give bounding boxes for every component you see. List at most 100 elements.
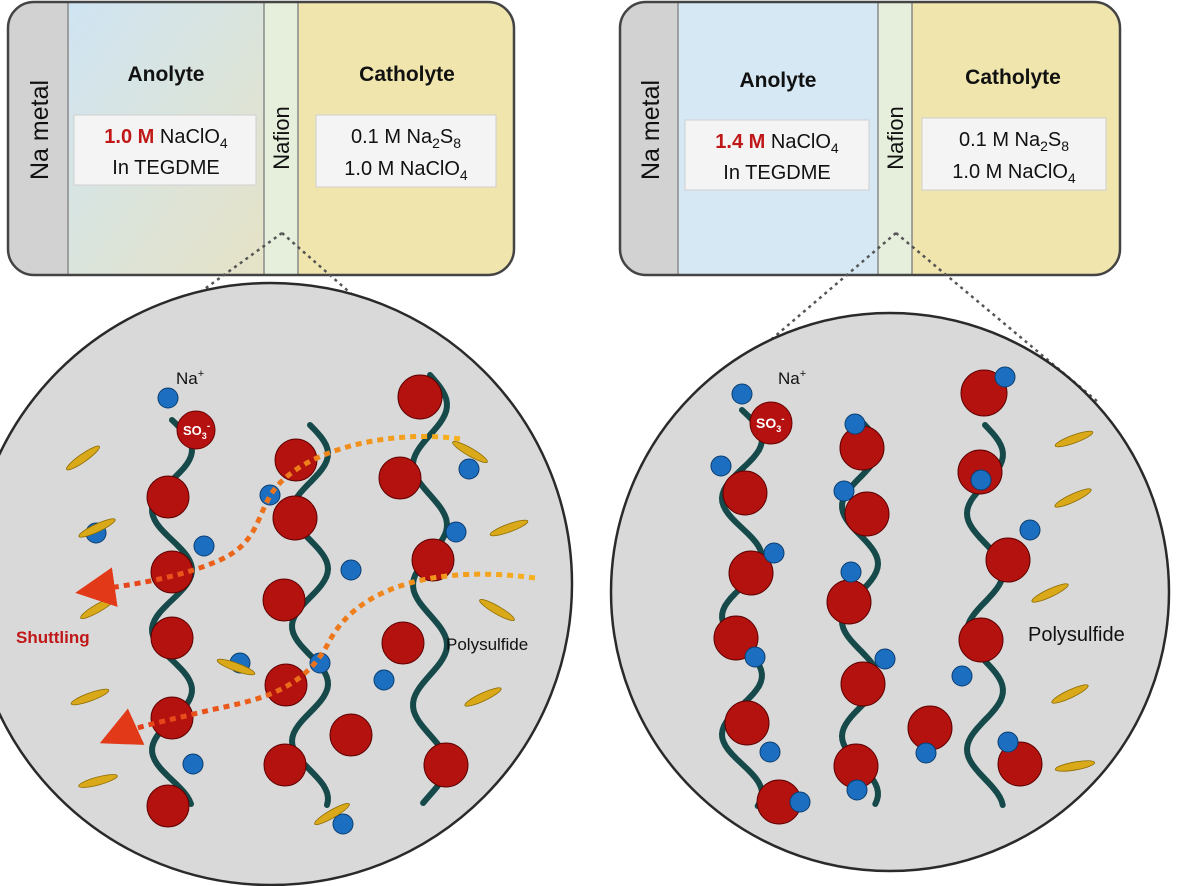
sulfonate-group: SO3- [176, 410, 216, 450]
polysulfide-label: Polysulfide [1028, 624, 1125, 646]
sodium-ion [951, 665, 973, 687]
sulfonate-site [826, 579, 872, 625]
sulfonate-site [958, 617, 1004, 663]
polysulfide-molecule [1031, 583, 1069, 603]
catholyte-title: Catholyte [965, 66, 1061, 89]
left-cell: Na metal Nafion Anolyte 1.0 M NaClO4 In … [6, 0, 516, 277]
sodium-ion [844, 413, 866, 435]
right-zoom-content [710, 366, 1096, 825]
sulfonate-site [150, 616, 194, 660]
left-zoom-content [66, 372, 536, 835]
sodium-ion [759, 741, 781, 763]
right-zoom-labels: Na+ SO3- Polysulfide [749, 368, 1125, 646]
anolyte-box [73, 114, 257, 186]
polysulfide-molecule [1054, 430, 1094, 448]
sodium-ion [458, 458, 480, 480]
catholyte-box [315, 114, 497, 188]
sulfonate-site [329, 713, 373, 757]
sodium-ion [833, 480, 855, 502]
catholyte-title: Catholyte [359, 63, 455, 86]
left-zoom-labels: Na+ SO3- Polysulfide Shuttling [16, 368, 528, 654]
sulfonate-group: SO3- [749, 401, 793, 445]
sodium-ion [157, 387, 179, 409]
sulfonate-site [960, 369, 1008, 417]
sulfonate-site [378, 456, 422, 500]
polysulfide-molecule [216, 658, 256, 676]
anolyte-concentration: 1.0 M NaClO4 [104, 126, 228, 151]
anolyte-title: Anolyte [739, 69, 816, 92]
polysulfide-molecule [78, 518, 116, 538]
polysulfide-molecule [1054, 760, 1096, 772]
polysulfide-molecule [452, 441, 488, 463]
na-metal-label: Na metal [26, 80, 54, 180]
sulfonate-site [844, 491, 890, 537]
cell-outline [618, 0, 1122, 277]
sodium-ion [182, 753, 204, 775]
sulfonate-site [397, 374, 443, 420]
anolyte-solvent: In TEGDME [112, 157, 219, 179]
anolyte-box [684, 119, 870, 191]
sulfonate-site [839, 425, 885, 471]
sodium-ion [445, 521, 467, 543]
sulfonate-site [985, 537, 1031, 583]
sulfonate-site [997, 741, 1043, 787]
sodium-ion [970, 469, 992, 491]
anolyte-title: Anolyte [127, 63, 204, 86]
sodium-ion [744, 646, 766, 668]
sodium-ion [994, 366, 1016, 388]
polysulfide-molecule [489, 519, 529, 537]
na-metal-label: Na metal [637, 80, 665, 180]
sulfonate-site [263, 743, 307, 787]
na-metal-region [620, 2, 678, 275]
catholyte-line1: 0.1 M Na2S8 [351, 126, 461, 151]
sulfonate-site [146, 475, 190, 519]
sodium-ion [731, 383, 753, 405]
sodium-ion [840, 561, 862, 583]
zoom-circle-right [609, 311, 1171, 873]
nafion-label: Nafion [269, 106, 294, 170]
catholyte-box [921, 117, 1107, 191]
shuttle-arrow [99, 571, 536, 745]
sulfonate-site [724, 700, 770, 746]
sulfonate-site [728, 550, 774, 596]
na-ion-label: Na+ [778, 368, 806, 388]
catholyte-line2: 1.0 M NaClO4 [952, 161, 1076, 186]
sodium-ion [846, 779, 868, 801]
svg-text:SO3-: SO3- [183, 421, 210, 441]
catholyte-line2: 1.0 M NaClO4 [344, 158, 468, 183]
nafion-membrane [878, 2, 912, 275]
sodium-ion [332, 813, 354, 835]
sulfonate-site [411, 538, 455, 582]
sulfonate-site [713, 615, 759, 661]
sodium-ion [373, 669, 395, 691]
sodium-ion [874, 648, 896, 670]
polysulfide-molecule [1051, 684, 1089, 704]
sulfonate-site [381, 621, 425, 665]
sulfonate-site [262, 578, 306, 622]
polysulfide-molecule [1054, 488, 1092, 508]
polysulfide-molecule [314, 803, 350, 825]
polymer-chain [410, 372, 450, 806]
sodium-ion [259, 484, 281, 506]
polysulfide-molecule [66, 445, 100, 471]
na-metal-region [8, 2, 68, 275]
svg-text:SO3-: SO3- [756, 414, 785, 434]
anolyte-concentration: 1.4 M NaClO4 [715, 131, 839, 156]
sodium-ion [915, 742, 937, 764]
sulfonate-site [722, 470, 768, 516]
sodium-ion [789, 791, 811, 813]
polysulfide-molecule [70, 688, 110, 706]
sodium-ion [710, 455, 732, 477]
nafion-label: Nafion [883, 106, 908, 170]
na-ion-label: Na+ [176, 368, 204, 388]
sodium-ion [193, 535, 215, 557]
anolyte-solvent: In TEGDME [723, 162, 830, 184]
sodium-ion [1019, 519, 1041, 541]
cell-outline [6, 0, 516, 277]
polysulfide-label: Polysulfide [446, 635, 528, 654]
nafion-membrane [264, 2, 298, 275]
shuttle-arrow [75, 433, 461, 607]
polysulfide-molecule [464, 687, 502, 707]
polysulfide-molecule [479, 599, 515, 621]
